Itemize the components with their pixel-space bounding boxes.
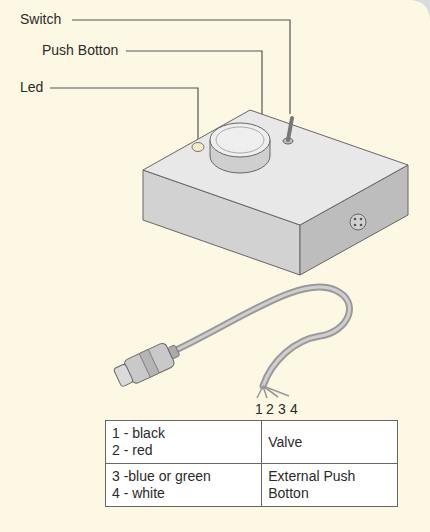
plug-nose	[113, 364, 133, 388]
table-text: 3 -blue or green	[112, 468, 255, 485]
table-text: External Push Botton	[268, 468, 356, 502]
cable	[172, 287, 350, 386]
switch-toggle	[288, 118, 292, 140]
cable-shine	[172, 287, 350, 386]
box-top	[143, 110, 408, 225]
strain-relief	[168, 345, 180, 359]
table-cell: 3 -blue or green4 - white	[106, 464, 262, 507]
plug	[112, 338, 183, 389]
wire-table: 1 - black2 - red Valve 3 -blue or green4 -…	[105, 420, 398, 507]
table-cell: 1 - black2 - red	[106, 421, 262, 464]
wire-number: 3	[278, 401, 286, 418]
wire	[263, 386, 289, 396]
table-cell: External Push Botton	[262, 464, 398, 507]
leader-line	[72, 20, 290, 114]
leader-line	[50, 88, 198, 140]
table-text: Valve	[268, 434, 391, 451]
table-row: 3 -blue or green4 - whiteExternal Push B…	[106, 464, 398, 507]
wire-number: 1	[255, 401, 263, 418]
wire-number: 2	[266, 401, 274, 418]
table-row: 1 - black2 - red Valve	[106, 421, 398, 464]
socket-pin	[360, 218, 363, 221]
socket-pin	[354, 218, 357, 221]
wire	[257, 386, 263, 398]
plug-grip	[139, 349, 159, 377]
button-top	[210, 123, 270, 157]
part-label: Push Botton	[42, 42, 118, 59]
led	[192, 143, 204, 152]
socket-pin	[360, 224, 363, 227]
socket	[350, 214, 366, 230]
table-text: 2 - red	[112, 442, 255, 459]
button-ring	[216, 127, 264, 153]
socket-pin	[354, 224, 357, 227]
table-text: 1 - black	[112, 425, 255, 442]
part-label: Switch	[20, 11, 61, 28]
table-cell: Valve	[262, 421, 398, 464]
wire-number: 4	[290, 401, 298, 418]
table-text: 4 - white	[112, 485, 255, 502]
part-label: Led	[20, 79, 43, 96]
